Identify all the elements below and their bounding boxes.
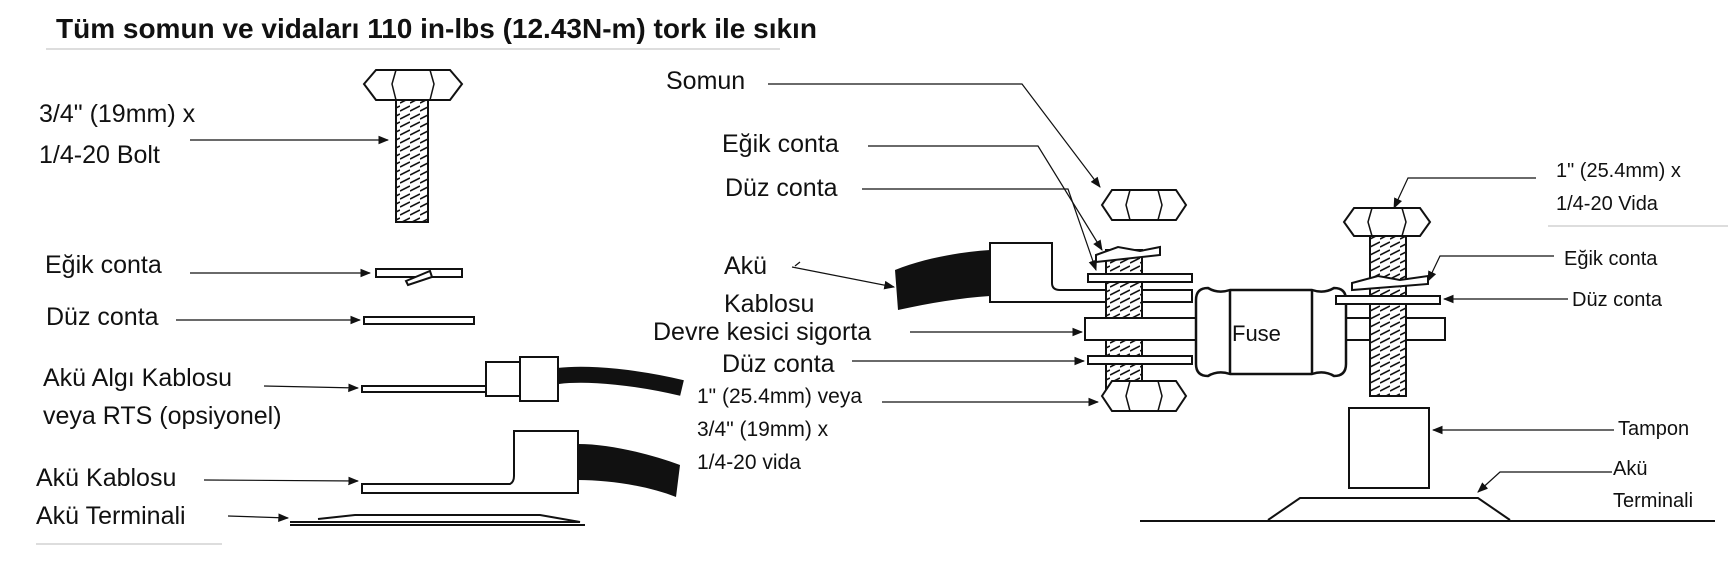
middle-flat-washer-lower [1087,355,1193,365]
middle-breaker-label: Devre kesici sigorta [653,318,872,346]
middle-battery-cable-label-line2: Kablosu [724,290,815,318]
page-title: Tüm somun ve vidaları 110 in-lbs (12.43N… [56,13,817,44]
right-lock-washer [1351,274,1429,292]
middle-top-nut [1100,189,1188,221]
middle-lock-washer-label: Eğik conta [722,130,839,158]
right-flat-washer-label: Düz conta [1572,289,1663,311]
left-sense-cable-label-line2: veya RTS (opsiyonel) [43,402,282,430]
middle-battery-cable [895,242,1193,310]
left-lock-washer-label: Eğik conta [45,251,162,279]
middle-bottom-nut [1100,380,1188,412]
middle-flat-washer [1087,273,1193,283]
right-terminal-label-line1: Akü [1613,458,1648,480]
right-terminal-label-line2: Terminali [1613,490,1694,512]
left-battery-cable-label: Akü Kablosu [36,464,177,492]
middle-flat-washer-label: Düz conta [725,174,838,202]
right-screw-label-line2: 1/4-20 Vida [1556,193,1658,215]
left-bolt-label-line1: 3/4" (19mm) x [39,100,196,128]
right-lock-washer-label: Eğik conta [1564,248,1658,270]
left-flat-washer [363,316,475,325]
middle-nut-label: Somun [666,67,746,95]
middle-flat-washer-lower-label: Düz conta [722,350,835,378]
right-stud [1369,235,1407,397]
spacer-block [1348,407,1430,489]
right-flat-washer [1335,295,1441,305]
left-battery-terminal [290,514,585,526]
left-sense-cable-label-line1: Akü Algı Kablosu [43,364,233,392]
left-flat-washer-label: Düz conta [46,303,159,331]
middle-screw-label-line3: 1/4-20 vida [697,451,801,474]
left-sense-wire [361,356,684,402]
middle-screw-label-line1: 1" (25.4mm) veya [697,385,863,408]
left-bolt-label-line2: 1/4-20 Bolt [39,141,160,169]
fuse-body [1194,286,1348,378]
left-lock-washer [375,268,463,287]
right-spacer-label: Tampon [1618,418,1690,440]
right-screw-head [1342,207,1432,237]
fuse-label: Fuse [1232,321,1281,346]
left-bolt [362,69,464,223]
right-screw-label-line1: 1" (25.4mm) x [1556,160,1681,182]
right-battery-terminal [1140,497,1715,522]
left-battery-cable [361,430,680,497]
middle-screw-label-line2: 3/4" (19mm) x [697,418,829,441]
left-battery-terminal-label: Akü Terminali [36,502,186,530]
middle-battery-cable-label-line1: Akü [724,252,768,280]
